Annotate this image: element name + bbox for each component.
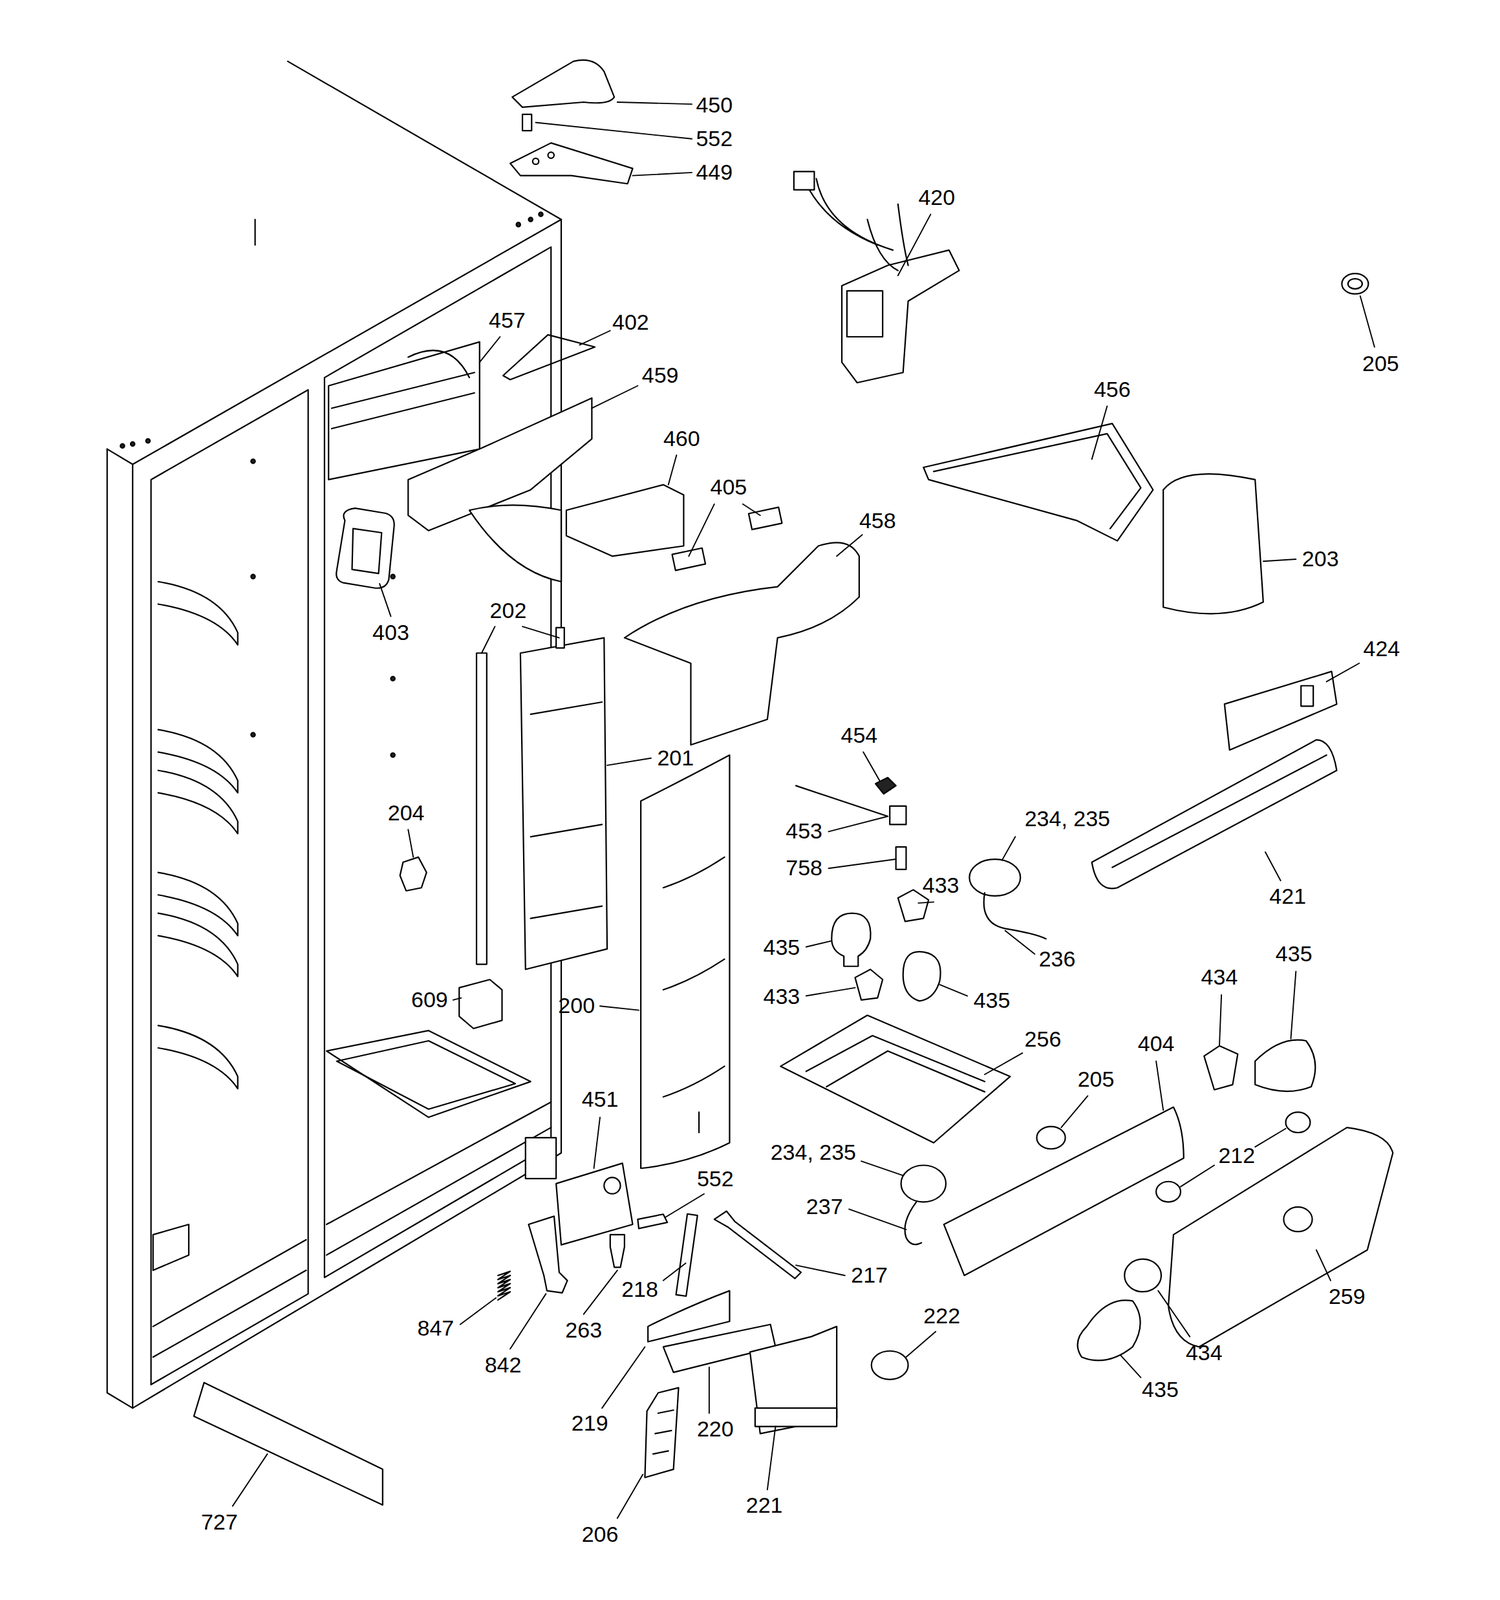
- callout-number: 847: [416, 1316, 456, 1341]
- callout-number: 206: [580, 1522, 621, 1547]
- callout-number: 758: [784, 856, 824, 880]
- panels: [476, 423, 1337, 1169]
- callout-number: 405: [708, 475, 749, 500]
- callout-number: 552: [694, 126, 734, 151]
- callout-number: 434: [1200, 965, 1240, 990]
- callout-number: 404: [1136, 1031, 1177, 1056]
- callout-number: 403: [371, 620, 411, 645]
- callout-number: 234, 235: [1023, 807, 1112, 832]
- callout-number: 433: [921, 873, 961, 898]
- leader-lines: [232, 102, 1375, 1519]
- callout-number: 205: [1076, 1067, 1116, 1092]
- callout-number: 451: [580, 1088, 621, 1113]
- callout-number: 219: [570, 1411, 610, 1436]
- callout-number: 460: [662, 426, 702, 451]
- callout-number: 237: [804, 1194, 845, 1219]
- callout-number: 435: [972, 989, 1012, 1014]
- callout-number: 420: [916, 185, 957, 210]
- callout-number: 201: [655, 746, 696, 771]
- callout-number: 402: [610, 310, 651, 335]
- callout-number: 212: [1216, 1143, 1257, 1168]
- callout-number: 220: [695, 1417, 736, 1442]
- callout-number: 457: [487, 308, 527, 333]
- callout-number: 263: [563, 1318, 604, 1343]
- callout-number: 256: [1023, 1028, 1063, 1052]
- callout-number: 234, 235: [769, 1141, 858, 1166]
- callout-number: 435: [1274, 942, 1314, 966]
- dispenser-module: [793, 171, 960, 383]
- callout-number: 424: [1362, 636, 1402, 661]
- callout-number: 221: [744, 1494, 785, 1519]
- callout-number: 202: [488, 599, 529, 624]
- callout-number: 434: [1184, 1340, 1224, 1365]
- hinge-top: [510, 60, 633, 184]
- callout-number: 204: [386, 801, 427, 825]
- callout-number: 552: [695, 1167, 736, 1192]
- callout-number: 435: [1140, 1377, 1180, 1402]
- cabinet: [107, 61, 562, 1409]
- callout-number: 453: [784, 819, 824, 844]
- callout-number: 205: [1360, 352, 1401, 377]
- callout-number: 450: [694, 93, 734, 118]
- callout-number: 727: [199, 1510, 240, 1535]
- callout-number: 842: [483, 1353, 524, 1378]
- small-parts: [193, 273, 1393, 1506]
- callout-number: 433: [762, 984, 802, 1009]
- callout-number: 609: [409, 987, 450, 1012]
- callout-number: 200: [556, 993, 597, 1018]
- callout-number: 259: [1327, 1284, 1367, 1309]
- callout-number: 454: [839, 723, 879, 748]
- callout-number: 217: [849, 1263, 890, 1288]
- callout-number: 456: [1092, 377, 1133, 402]
- callout-number: 236: [1037, 947, 1078, 972]
- callout-number: 421: [1267, 885, 1308, 910]
- callout-number: 218: [620, 1277, 660, 1302]
- callout-number: 222: [921, 1304, 962, 1329]
- callout-number: 459: [640, 363, 681, 388]
- callout-number: 203: [1300, 546, 1341, 571]
- callout-number: 458: [857, 509, 898, 534]
- callout-number: 435: [762, 935, 802, 960]
- callout-number: 449: [694, 160, 734, 185]
